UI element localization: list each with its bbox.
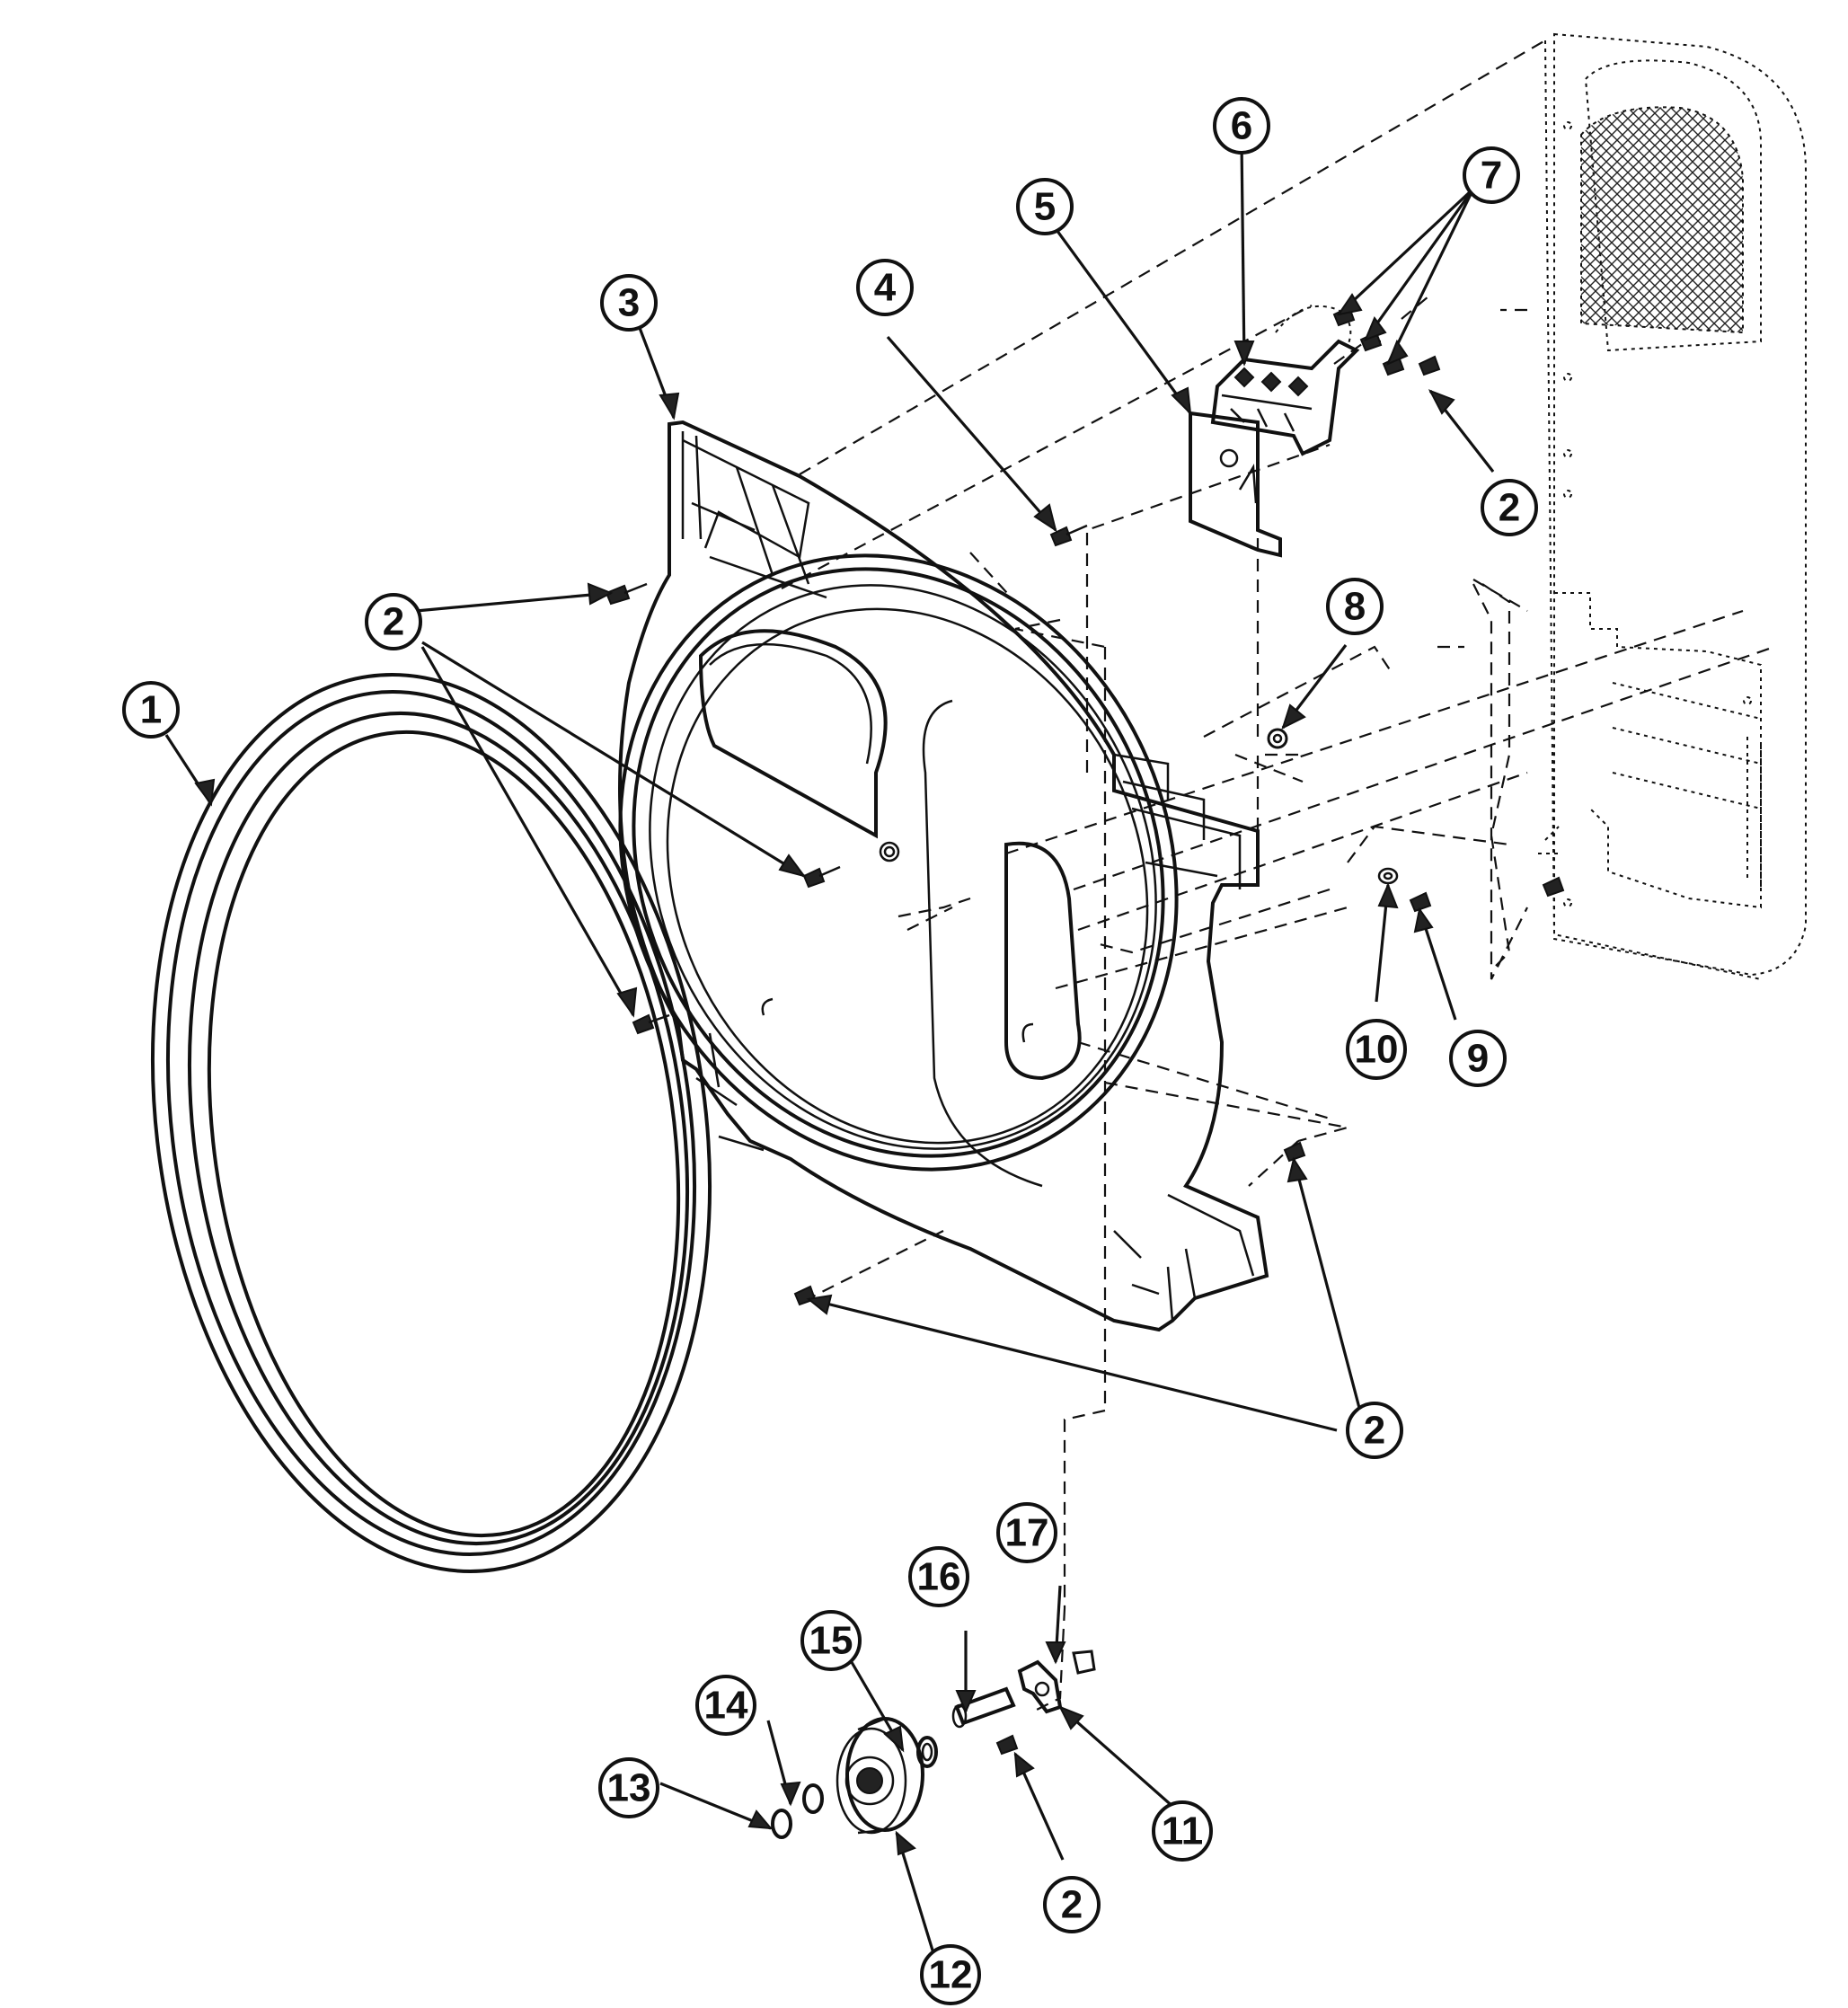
svg-text:4: 4 [874,266,897,310]
door-seal-ring [150,673,712,1573]
nut-icon [1267,728,1288,749]
svg-text:13: 13 [607,1766,651,1810]
screw-icon [1049,524,1088,547]
cabinet-rear-panel [1538,32,1807,980]
svg-text:11: 11 [1162,1809,1204,1853]
callout-2-roller: 2 [1043,1876,1101,1933]
screw-icon [1418,355,1441,376]
callout-12: 12 [920,1944,981,2005]
arrowheads [194,293,1455,1856]
svg-text:15: 15 [809,1619,853,1663]
callout-2-left: 2 [365,593,422,650]
svg-text:8: 8 [1344,585,1366,629]
callout-13: 13 [598,1757,659,1818]
svg-text:5: 5 [1034,185,1056,229]
svg-text:2: 2 [1061,1883,1083,1927]
callout-14: 14 [695,1675,756,1736]
callout-8: 8 [1326,578,1384,635]
callout-1: 1 [122,681,180,739]
screw-icon [1542,876,1565,898]
svg-text:1: 1 [140,688,162,732]
terminal-block-bracket [1189,305,1360,558]
leader-lines [164,141,1495,1986]
callout-4: 4 [856,259,914,316]
screw-icon [1409,891,1432,913]
callout-15: 15 [800,1610,862,1671]
callout-2-terminal: 2 [1481,479,1538,536]
callout-16: 16 [908,1546,969,1607]
callout-3: 3 [600,274,658,332]
front-bulkhead [618,420,1269,1332]
callout-9: 9 [1449,1030,1507,1087]
callout-11: 11 [1152,1800,1213,1862]
svg-text:2: 2 [383,600,404,644]
svg-text:3: 3 [618,281,640,325]
svg-text:10: 10 [1355,1028,1399,1072]
vent-mesh [1580,106,1744,334]
callout-17: 17 [996,1502,1057,1563]
callout-5: 5 [1016,178,1074,235]
screw-icon [632,1013,670,1035]
callout-6: 6 [1213,97,1270,155]
svg-text:12: 12 [929,1953,973,1997]
screw-icon [995,1734,1019,1756]
callout-7: 7 [1463,146,1520,204]
screw-icon [1283,1141,1306,1163]
svg-text:7: 7 [1481,154,1502,198]
callout-2-bottom-right: 2 [1346,1402,1403,1459]
svg-text:2: 2 [1364,1409,1385,1453]
svg-text:9: 9 [1467,1037,1489,1081]
svg-text:2: 2 [1499,486,1520,530]
svg-text:6: 6 [1231,104,1252,148]
washer-icon [1377,867,1399,885]
svg-text:16: 16 [917,1555,961,1599]
svg-text:17: 17 [1005,1511,1049,1555]
svg-text:14: 14 [704,1684,748,1728]
roller-assembly [771,1650,1096,1839]
screw-icon [605,582,648,606]
screw-icon [802,865,841,889]
callout-10: 10 [1346,1019,1407,1080]
